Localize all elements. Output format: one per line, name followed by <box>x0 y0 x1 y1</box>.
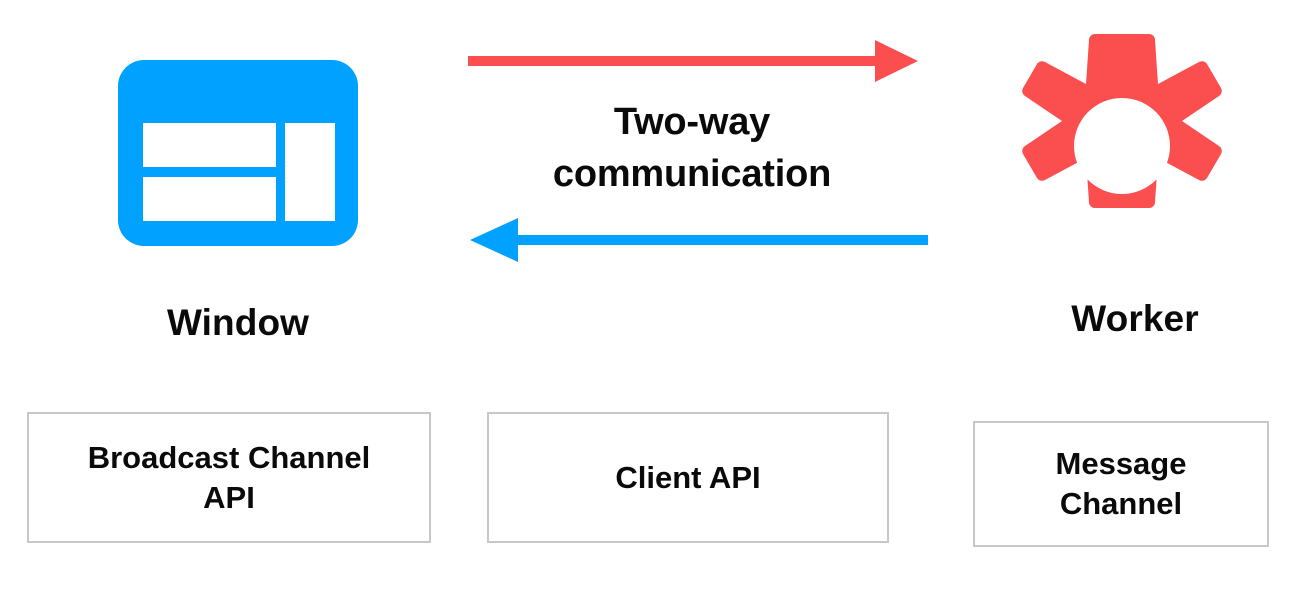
window-icon <box>118 60 358 246</box>
gear-icon <box>1018 28 1226 252</box>
window-icon-pane-bottom-left <box>143 177 276 221</box>
api-box-broadcast-channel-label: Broadcast Channel API <box>78 438 381 517</box>
api-box-client-api-line-1: Client API <box>615 459 761 495</box>
connector-caption-line-2: communication <box>552 153 832 196</box>
api-box-broadcast-channel-line-1: Broadcast Channel <box>87 439 371 475</box>
connector-caption-line-1: Two-way <box>613 101 771 143</box>
arrow-left-icon <box>466 216 928 264</box>
node-label-worker: Worker <box>1071 298 1199 339</box>
api-box-message-channel: Message Channel <box>973 421 1269 547</box>
window-icon-pane-right <box>285 123 335 221</box>
api-box-message-channel-label: Message Channel <box>1046 444 1197 523</box>
connector-caption: Two-way communication <box>492 96 892 200</box>
window-icon-pane-top-left <box>143 123 276 167</box>
api-box-client-api: Client API <box>487 412 889 543</box>
node-label-window: Window <box>166 302 310 343</box>
api-box-broadcast-channel-line-2: API <box>203 479 255 515</box>
api-box-message-channel-line-1: Message <box>1055 446 1187 482</box>
arrow-right-icon <box>468 38 918 84</box>
api-box-client-api-label: Client API <box>605 458 770 498</box>
api-box-broadcast-channel: Broadcast Channel API <box>27 412 431 543</box>
api-box-message-channel-line-2: Channel <box>1059 486 1183 521</box>
